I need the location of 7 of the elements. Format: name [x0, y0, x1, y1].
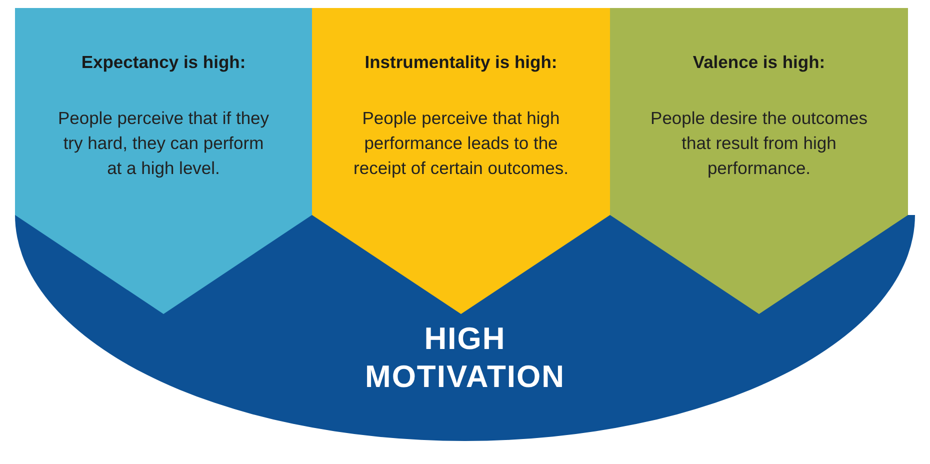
- panel-text: People perceive that high performance leads to the receipt of certain outcomes.: [352, 107, 570, 180]
- panel-heading: Valence is high:: [692, 52, 826, 73]
- center-heading: HIGH MOTIVATION: [364, 320, 566, 396]
- panel-heading: Instrumentality is high:: [364, 52, 558, 73]
- panel-text: People perceive that if they try hard, they can perform at a high level.: [56, 107, 270, 180]
- panel-text: People desire the outcomes that result from high performance.: [650, 107, 868, 180]
- panel-heading: Expectancy is high:: [80, 52, 247, 73]
